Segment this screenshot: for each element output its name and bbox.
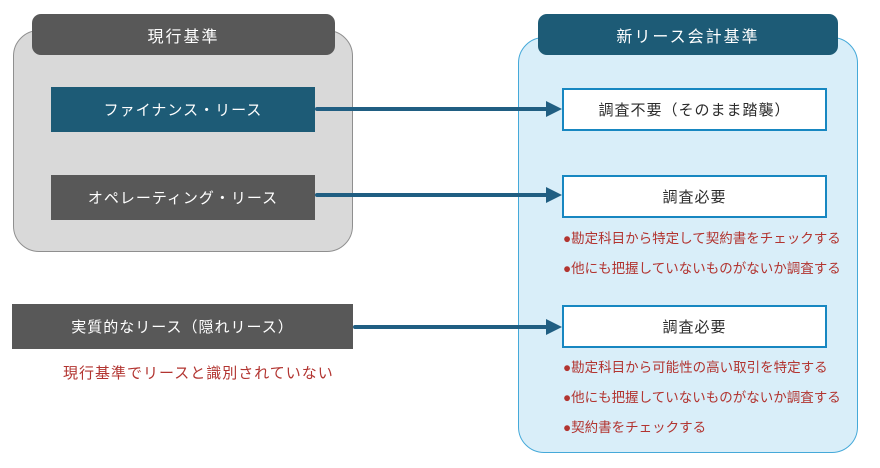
result-box-no-investigation: 調査不要（そのまま踏襲）: [562, 88, 827, 131]
investigation-steps-list-2: ●勘定科目から可能性の高い取引を特定する ●他にも把握していないものがないか調査…: [563, 353, 841, 443]
bullet-item: ●他にも把握していないものがないか調査する: [563, 261, 841, 276]
hidden-to-result-arrow: [353, 319, 562, 335]
arrow-shaft: [315, 193, 548, 197]
arrow-head-icon: [546, 101, 562, 117]
bullet-item: ●契約書をチェックする: [563, 420, 707, 435]
bullet-item: ●勘定科目から可能性の高い取引を特定する: [563, 360, 828, 375]
bullet-item: ●勘定科目から特定して契約書をチェックする: [563, 231, 841, 246]
result-box-investigation-1: 調査必要: [562, 175, 827, 218]
operating-lease-box: オペレーティング・リース: [51, 175, 315, 220]
arrow-head-icon: [546, 187, 562, 203]
arrow-shaft: [315, 107, 548, 111]
arrow-shaft: [353, 325, 548, 329]
current-standards-header: 現行基準: [32, 14, 335, 55]
bullet-item: ●他にも把握していないものがないか調査する: [563, 390, 841, 405]
finance-lease-box: ファイナンス・リース: [51, 87, 315, 132]
hidden-lease-note: 現行基準でリースと識別されていない: [63, 365, 334, 382]
finance-to-result-arrow: [315, 101, 562, 117]
operating-to-result-arrow: [315, 187, 562, 203]
investigation-steps-list-1: ●勘定科目から特定して契約書をチェックする ●他にも把握していないものがないか調…: [563, 224, 841, 284]
hidden-lease-box: 実質的なリース（隠れリース）: [12, 304, 353, 349]
result-box-investigation-2: 調査必要: [562, 305, 827, 348]
new-standards-header: 新リース会計基準: [538, 14, 838, 55]
arrow-head-icon: [546, 319, 562, 335]
